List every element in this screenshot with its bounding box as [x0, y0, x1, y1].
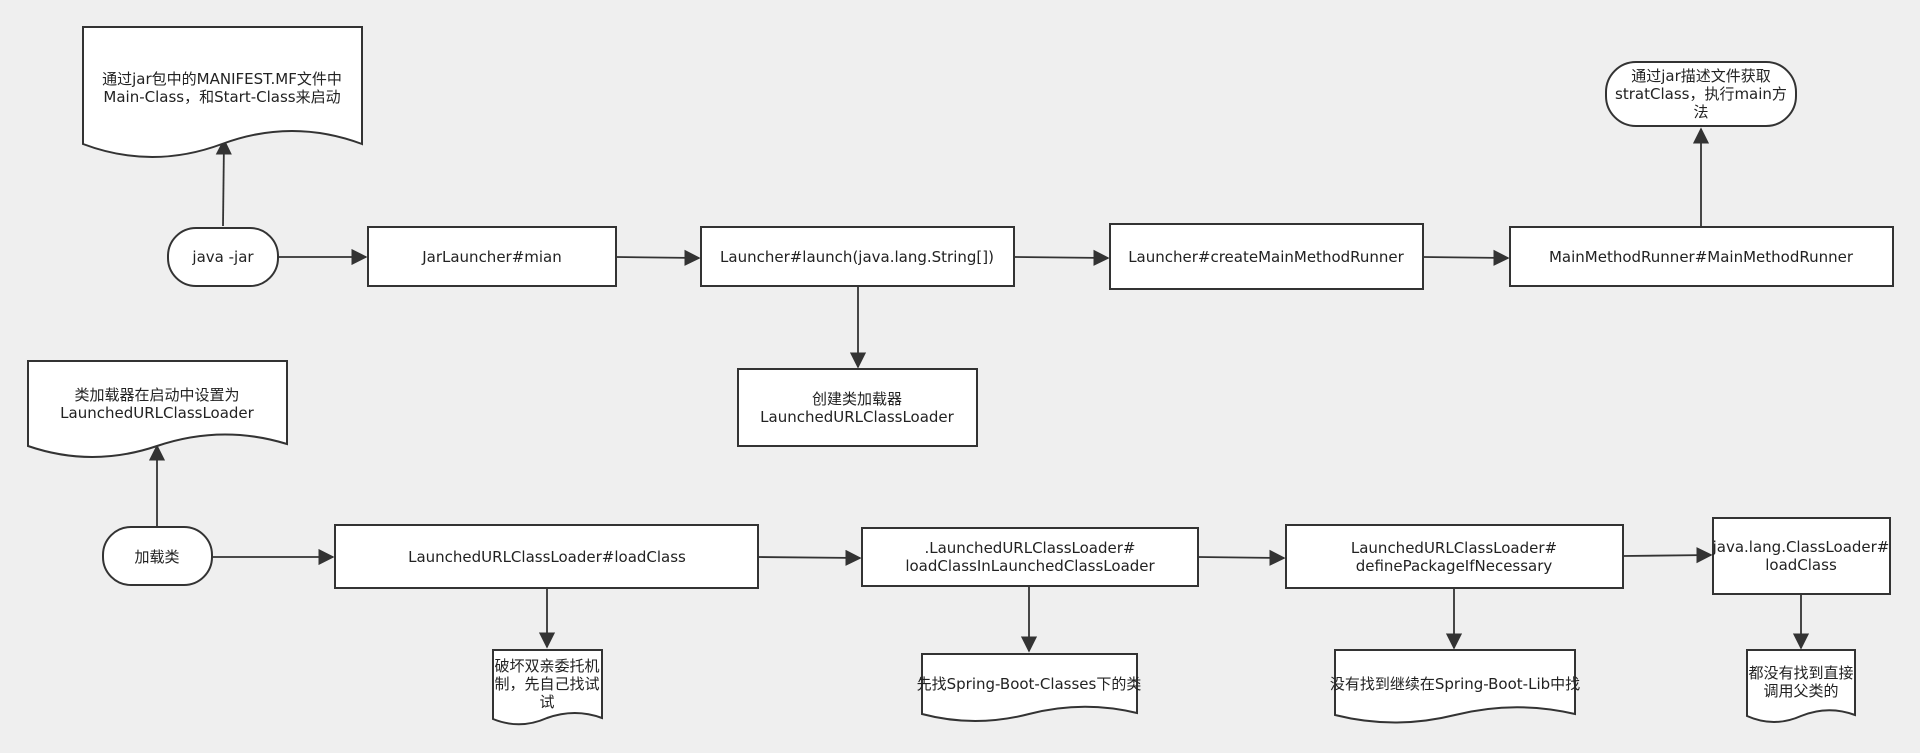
- node-text-line: definePackageIfNecessary: [1356, 557, 1553, 575]
- node-text-line: 试: [539, 693, 554, 711]
- launcher-launch-label: Launcher#launch(java.lang.String[]): [720, 248, 994, 266]
- break-parent-note-shape: [492, 649, 603, 726]
- node-text-line: LaunchedURLClassLoader#loadClass: [408, 548, 686, 566]
- edge-method-to-loadclass-in: [757, 549, 862, 566]
- node-text-line: 通过jar描述文件获取: [1631, 67, 1771, 85]
- node-text-line: 法: [1693, 103, 1708, 121]
- loadclass-method-box: [334, 524, 759, 589]
- node-text-line: 先找Spring-Boot-Classes下的类: [917, 675, 1142, 693]
- launcher-launch-box: [700, 226, 1015, 287]
- node-text-line: 没有找到继续在Spring-Boot-Lib中找: [1330, 675, 1580, 693]
- jarlauncher-box: [367, 226, 617, 287]
- load-class-terminator: [102, 526, 213, 586]
- parent-note-shape: [1746, 649, 1856, 723]
- node-text-line: 制，先自己找试: [494, 675, 599, 693]
- node-text-line: MainMethodRunner#MainMethodRunner: [1549, 248, 1854, 266]
- node-text-line: loadClassInLaunchedClassLoader: [905, 557, 1155, 575]
- node-text-line: JarLauncher#mian: [421, 248, 562, 266]
- node-text-line: Launcher#createMainMethodRunner: [1128, 248, 1404, 266]
- create-loader-box: [737, 368, 978, 447]
- define-package-label: LaunchedURLClassLoader#definePackageIfNe…: [1351, 539, 1557, 575]
- node-text-line: Main-Class，和Start-Class来启动: [103, 88, 340, 106]
- java-classloader-label: java.lang.ClassLoader#loadClass: [1712, 538, 1890, 574]
- node-text-line: LaunchedURLClassLoader#: [1351, 539, 1557, 557]
- edge-javajar-to-manifest: [215, 138, 232, 227]
- jarlauncher-label: JarLauncher#mian: [421, 248, 562, 266]
- node-text-line: 加载类: [134, 548, 179, 566]
- loadclass-in-label: .LaunchedURLClassLoader#loadClassInLaunc…: [905, 539, 1155, 575]
- classes-note-shape: [921, 653, 1138, 722]
- lib-note: 没有找到继续在Spring-Boot-Lib中找: [1330, 675, 1580, 693]
- node-text-line: 破坏双亲委托机: [494, 657, 599, 675]
- load-class-label: 加载类: [134, 548, 179, 566]
- node-text-line: 创建类加载器: [812, 390, 902, 408]
- create-runner-box: [1109, 223, 1424, 290]
- node-text-line: Launcher#launch(java.lang.String[]): [720, 248, 994, 266]
- edges: [148, 127, 1810, 653]
- startclass-note-terminator: [1605, 61, 1797, 127]
- node-text-line: 通过jar包中的MANIFEST.MF文件中: [102, 70, 342, 88]
- manifest-note: 通过jar包中的MANIFEST.MF文件中Main-Class，和Start-…: [102, 70, 342, 106]
- define-package-box: [1285, 524, 1624, 589]
- java-jar-terminator: [167, 227, 279, 287]
- node-text-line: LaunchedURLClassLoader: [760, 408, 955, 426]
- classes-note: 先找Spring-Boot-Classes下的类: [917, 675, 1142, 693]
- edge-define-package-to-java-classloader: [1622, 547, 1713, 564]
- manifest-note-shape: [82, 26, 363, 158]
- node-text-line: java.lang.ClassLoader#: [1712, 538, 1890, 556]
- node-text-line: 类加载器在启动中设置为: [74, 386, 239, 404]
- node-text-line: 都没有找到直接: [1748, 664, 1853, 682]
- node-text-line: stratClass，执行main方: [1615, 85, 1787, 103]
- mainmethodrunner-box: [1509, 226, 1894, 287]
- loader-note-shape: [27, 360, 288, 458]
- node-text-line: java -jar: [191, 248, 254, 266]
- lib-note-shape: [1334, 649, 1576, 724]
- loadclass-in-box: [861, 527, 1199, 587]
- java-jar-label: java -jar: [191, 248, 254, 266]
- java-classloader-box: [1712, 517, 1891, 595]
- edge-create-runner-to-mainmethodrunner: [1422, 249, 1510, 266]
- edge-jarlauncher-to-launch: [615, 249, 701, 266]
- node-text-line: 调用父类的: [1763, 682, 1838, 700]
- edge-loadclass-in-to-define-package: [1197, 549, 1286, 566]
- node-text-line: .LaunchedURLClassLoader#: [924, 539, 1135, 557]
- node-text-line: LaunchedURLClassLoader: [60, 404, 255, 422]
- loadclass-method-label: LaunchedURLClassLoader#loadClass: [408, 548, 686, 566]
- create-runner-label: Launcher#createMainMethodRunner: [1128, 248, 1404, 266]
- mainmethodrunner-label: MainMethodRunner#MainMethodRunner: [1549, 248, 1854, 266]
- node-text-line: loadClass: [1765, 556, 1837, 574]
- edge-launch-to-create-runner: [1013, 249, 1110, 266]
